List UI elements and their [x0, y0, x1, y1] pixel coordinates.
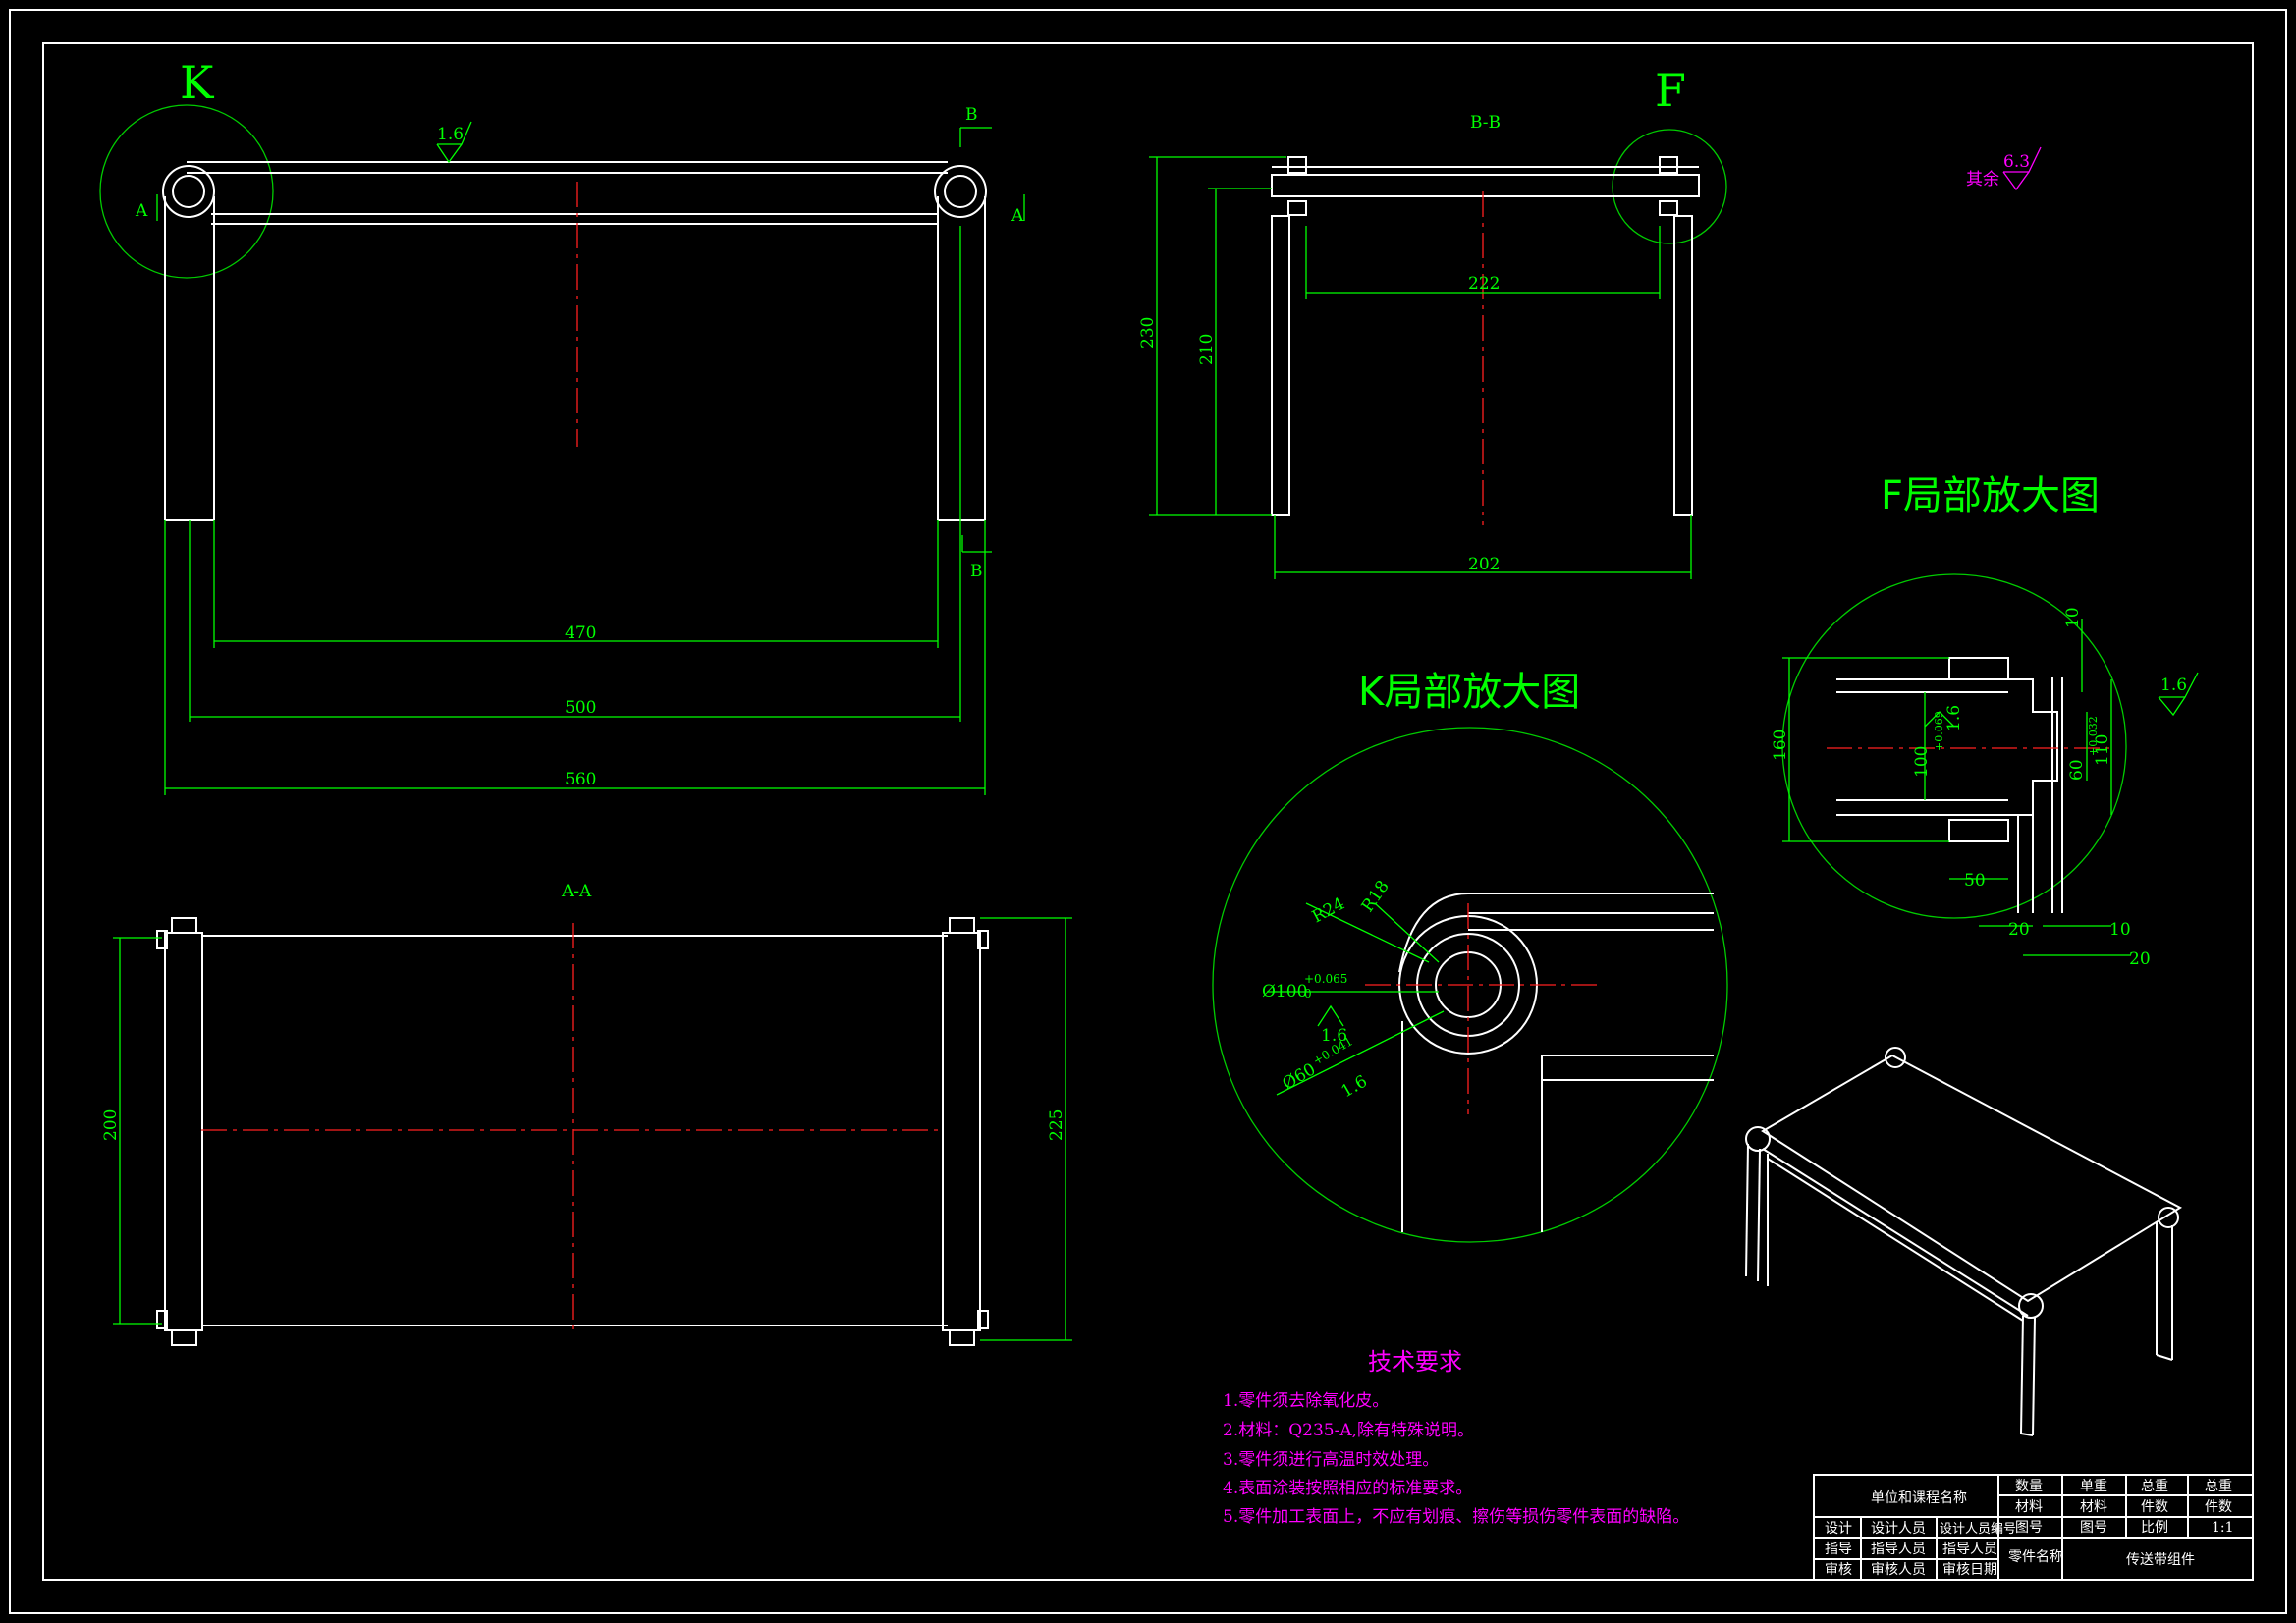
dim-560: 560 — [565, 770, 596, 789]
svg-text:+0.069: +0.069 — [1933, 711, 1945, 751]
dim-200: 200 — [101, 1109, 121, 1141]
svg-text:材料: 材料 — [2015, 1499, 2043, 1515]
isometric-view — [1745, 1047, 2183, 1436]
inner-border — [42, 42, 2254, 1581]
dim-225: 225 — [1047, 1109, 1066, 1141]
detail-f-view: F局部放大图 160 10 110 50 20 10 20 100 +0.069 — [1771, 473, 2199, 969]
dim-phi60: Ø60 — [1280, 1059, 1320, 1094]
svg-text:总重: 总重 — [2205, 1479, 2232, 1494]
tech-item-4: 4.表面涂装按照相应的标准要求。 — [1223, 1479, 1472, 1498]
front-roughness: 1.6 — [437, 125, 464, 144]
svg-text:指导人员: 指导人员 — [1942, 1542, 1997, 1557]
svg-text:审核日期: 审核日期 — [1942, 1562, 1997, 1578]
title-block: 单位和课程名称 设计 设计人员 设计人员编号 指导 指导人员 指导人员 审核 审… — [1813, 1474, 2254, 1581]
svg-text:单重: 单重 — [2080, 1479, 2107, 1494]
f-dim-160: 160 — [1771, 730, 1790, 761]
roughness-rest: 其余 6.3 — [1966, 146, 2042, 191]
detail-k-view: K局部放大图 R24 R18 Ø100 +0.065 0 Ø60 +0.041 … — [1212, 670, 1728, 1243]
svg-text:审核人员: 审核人员 — [1871, 1562, 1926, 1578]
tech-item-2: 2.材料：Q235-A,除有特殊说明。 — [1223, 1421, 1474, 1440]
dim-r18: R18 — [1358, 877, 1394, 916]
f-dim-20a: 20 — [2008, 920, 2030, 940]
svg-text:+0.065: +0.065 — [1304, 972, 1347, 986]
f-dim-50: 50 — [1964, 871, 1986, 891]
section-mark-a-right: A — [1011, 206, 1024, 226]
svg-text:指导人员: 指导人员 — [1871, 1542, 1926, 1557]
detail-k-title: K局部放大图 — [1358, 670, 1580, 715]
section-aa-view: A-A 200 225 — [101, 882, 1072, 1346]
svg-text:0: 0 — [1304, 987, 1312, 1001]
svg-text:材料: 材料 — [2080, 1499, 2107, 1515]
view-f-label: F — [1655, 64, 1686, 117]
svg-text:6.3: 6.3 — [2003, 152, 2030, 172]
f-dim-10: 10 — [2063, 607, 2083, 628]
section-bb-label: B-B — [1470, 113, 1501, 133]
svg-text:设计: 设计 — [1825, 1521, 1852, 1537]
f-dim-100: 100 — [1912, 746, 1932, 778]
svg-text:设计人员: 设计人员 — [1871, 1521, 1926, 1537]
section-mark-b-top: B — [965, 105, 978, 125]
detail-f-title: F局部放大图 — [1881, 473, 2100, 518]
outer-border — [9, 9, 2287, 1614]
svg-text:设计人员编号: 设计人员编号 — [1940, 1522, 2016, 1537]
dim-202: 202 — [1468, 555, 1500, 574]
section-bb-view: B-B F 222 202 230 210 — [1138, 64, 1727, 579]
svg-text:比例: 比例 — [2141, 1520, 2168, 1536]
svg-text:数量: 数量 — [2015, 1479, 2043, 1494]
tech-item-3: 3.零件须进行高温时效处理。 — [1223, 1450, 1439, 1470]
tb-scale: 1:1 — [2212, 1520, 2234, 1536]
svg-text:总重: 总重 — [2141, 1479, 2168, 1494]
svg-text:1.6: 1.6 — [1339, 1071, 1371, 1102]
svg-text:件数: 件数 — [2205, 1499, 2232, 1515]
f-dim-10b: 10 — [2109, 920, 2131, 940]
section-aa-label: A-A — [561, 882, 592, 901]
tech-item-1: 1.零件须去除氧化皮。 — [1223, 1391, 1389, 1411]
svg-text:件数: 件数 — [2141, 1499, 2168, 1515]
svg-text:指导: 指导 — [1825, 1542, 1852, 1557]
svg-text:图号: 图号 — [2015, 1520, 2043, 1536]
tb-unit: 单位和课程名称 — [1871, 1490, 1967, 1506]
svg-text:零件名称: 零件名称 — [2008, 1549, 2063, 1565]
svg-text:其余: 其余 — [1966, 170, 1999, 189]
detail-f-circle — [1612, 129, 1727, 244]
f-dim-60: 60 — [2067, 759, 2087, 781]
f-dim-110: 110 — [2093, 734, 2112, 766]
svg-text:1.6: 1.6 — [1321, 1026, 1347, 1046]
svg-text:1.6: 1.6 — [2160, 676, 2187, 695]
tech-item-5: 5.零件加工表面上，不应有划痕、擦伤等损伤零件表面的缺陷。 — [1223, 1507, 1689, 1527]
dim-222: 222 — [1468, 274, 1500, 294]
detail-k-circle — [99, 104, 274, 279]
dim-210: 210 — [1197, 334, 1217, 365]
section-mark-a-left: A — [135, 201, 148, 221]
dim-phi100: Ø100 — [1262, 982, 1307, 1001]
front-view: K 1.6 A A B B — [99, 56, 1025, 795]
dim-r24: R24 — [1309, 894, 1348, 928]
view-k-label: K — [180, 56, 215, 109]
dim-500: 500 — [565, 698, 596, 718]
section-mark-b-bottom: B — [970, 562, 983, 581]
svg-text:1.6: 1.6 — [1944, 705, 1964, 731]
tb-part-name: 传送带组件 — [2126, 1552, 2195, 1568]
svg-text:审核: 审核 — [1825, 1562, 1852, 1578]
svg-text:图号: 图号 — [2080, 1520, 2107, 1536]
tech-title: 技术要求 — [1368, 1348, 1462, 1376]
dim-230: 230 — [1138, 317, 1158, 349]
svg-text:+0.032: +0.032 — [2087, 716, 2100, 756]
tech-requirements: 技术要求 1.零件须去除氧化皮。 2.材料：Q235-A,除有特殊说明。 3.零… — [1223, 1348, 1689, 1527]
dim-470: 470 — [565, 623, 596, 643]
f-dim-20b: 20 — [2129, 949, 2151, 969]
